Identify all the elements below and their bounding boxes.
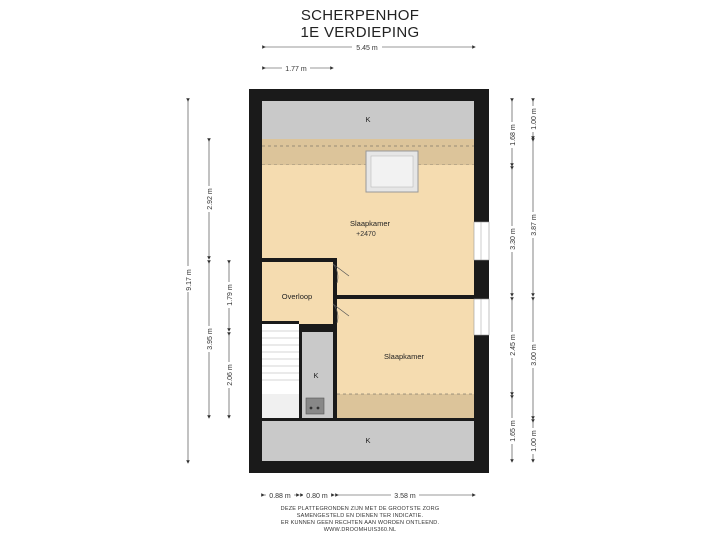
title-line-1: SCHERPENHOF: [300, 7, 420, 24]
label-closet: K: [313, 371, 318, 380]
door-bedroom-1[interactable]: [332, 263, 350, 284]
label-bedroom-2: Slaapkamer: [384, 352, 425, 361]
dim-left-inner-upper: 1.79 m: [227, 284, 234, 306]
label-height: +2470: [356, 231, 376, 238]
dim-left-upper: 2.92 m: [207, 188, 214, 210]
dim-right-inner-bottom: 1.65 m: [510, 420, 517, 442]
title-line-2: 1E VERDIEPING: [300, 24, 420, 41]
disclaimer-line-2: SAMENGESTELD EN DIENEN TER INDICATIE.: [296, 513, 424, 519]
label-bedroom-1: Slaapkamer: [350, 219, 391, 228]
dim-right-inner-mid: 3.30 m: [510, 228, 517, 250]
window-bedroom-1: [473, 221, 490, 261]
dim-right-inner-top: 1.68 m: [510, 124, 517, 146]
dim-bottom-a: 0.88 m: [269, 493, 291, 500]
door-bedroom-2[interactable]: [332, 303, 350, 324]
label-bottom-storage: K: [365, 436, 370, 445]
dim-bottom-c: 3.58 m: [394, 493, 416, 500]
disclaimer-line-3: ER KUNNEN GEEN RECHTEN AAN WORDEN ONTLEE…: [280, 520, 440, 526]
dim-right-outer-bottom: 1.00 m: [531, 430, 538, 452]
label-top-storage: K: [365, 115, 370, 124]
dim-bottom-b: 0.80 m: [306, 493, 328, 500]
landing-floor: [262, 262, 333, 324]
dim-right-outer-low: 3.00 m: [531, 344, 538, 366]
top-storage: [262, 101, 474, 139]
boiler-icon: [305, 397, 325, 415]
window-bedroom-2: [473, 298, 490, 336]
dim-right-outer-mid: 3.87 m: [531, 214, 538, 236]
dim-right-outer-top: 1.00 m: [531, 108, 538, 130]
bedroom-2-floor: [337, 299, 474, 394]
disclaimer-line-1: DEZE PLATTEGRONDEN ZIJN MET DE GROOTSTE …: [280, 506, 440, 512]
label-landing: Overloop: [282, 292, 312, 301]
bottom-storage: [262, 421, 474, 461]
dim-right-inner-low: 2.45 m: [510, 334, 517, 356]
dim-left-total: 9.17 m: [186, 269, 193, 291]
dim-left-lower: 3.95 m: [207, 328, 214, 350]
dim-top-left: 1.77 m: [285, 66, 307, 73]
disclaimer-line-4[interactable]: WWW.DROOMHUIS360.NL: [323, 527, 397, 533]
dim-top-total: 5.45 m: [356, 45, 378, 52]
dim-left-inner-lower: 2.06 m: [227, 364, 234, 386]
low-ceiling-bottom: [337, 394, 474, 418]
